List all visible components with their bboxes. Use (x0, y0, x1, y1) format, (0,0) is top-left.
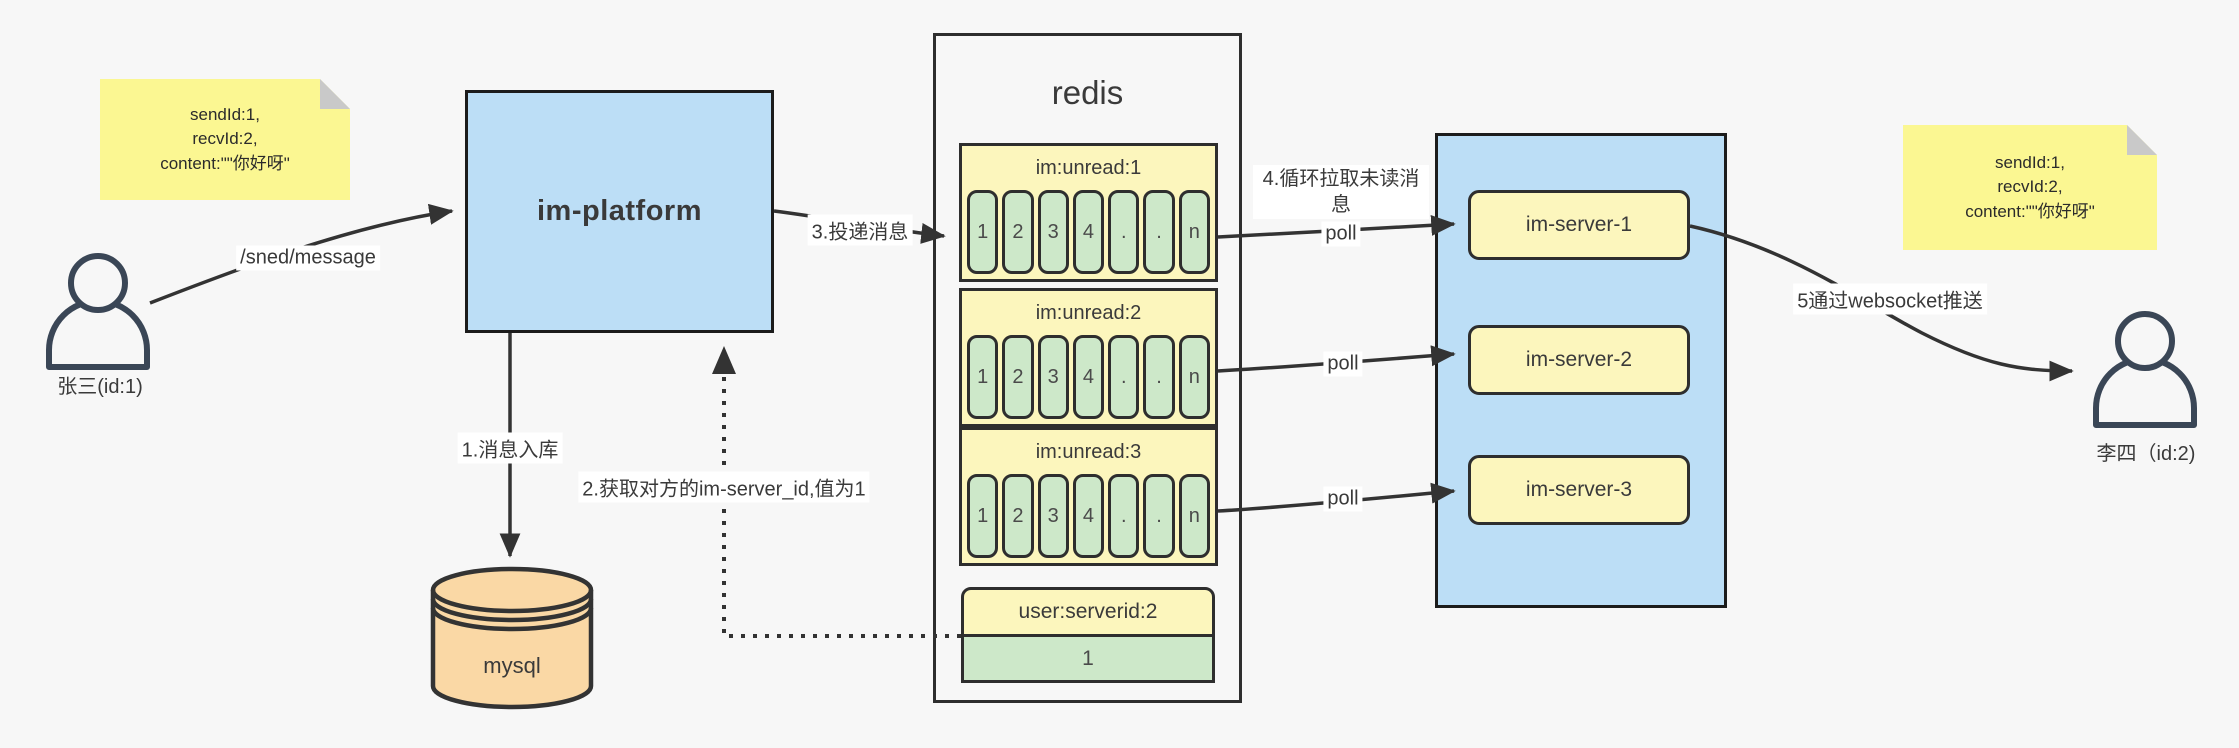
redis-kv-user-serverid: user:serverid:2 1 (961, 587, 1215, 683)
queue-cell: 2 (1002, 335, 1034, 419)
edge-label-step5: 5通过websocket推送 (1793, 283, 1987, 315)
note-line: sendId:1, (190, 104, 260, 124)
note-line: sendId:1, (1995, 152, 2065, 172)
receiver-label: 李四（id:2) (2096, 443, 2196, 465)
queue-cell: 2 (1002, 190, 1034, 274)
queue-cell: 1 (967, 474, 999, 558)
redis-queue-unread-1: im:unread:1 1 2 3 4 . . n (959, 143, 1218, 282)
queue-header: im:unread:2 (1035, 301, 1142, 324)
edge-label-step1: 1.消息入库 (457, 432, 563, 464)
queue-cell: n (1178, 474, 1210, 558)
edge-label-send-message: /sned/message (236, 245, 380, 271)
edge-label-poll-1: poll (1321, 221, 1361, 247)
queue-cell: 4 (1072, 474, 1105, 558)
mysql-label: mysql (483, 653, 540, 678)
sticky-note-left: sendId:1, recvId:2, content:""你好呀" (100, 79, 350, 200)
kv-header: user:serverid:2 (1018, 600, 1158, 623)
user-icon-sender (46, 253, 150, 370)
queue-cell: 3 (1037, 190, 1069, 274)
queue-cell: 1 (967, 335, 999, 419)
queue-cell: 2 (1002, 474, 1034, 558)
queue-cell: . (1108, 335, 1140, 419)
queue-cell: 4 (1072, 335, 1105, 419)
queue-cell: 3 (1037, 474, 1069, 558)
queue-cell: . (1108, 474, 1140, 558)
queue-cell: 3 (1037, 335, 1069, 419)
im-server-1-node: im-server-1 (1468, 190, 1690, 260)
queue-header: im:unread:1 (1035, 156, 1142, 179)
kv-value: 1 (964, 634, 1212, 680)
queue-cell: . (1143, 474, 1175, 558)
edge-label-step4: 4.循环拉取未读消息 (1253, 165, 1429, 219)
queue-cell: 1 (967, 190, 999, 274)
user-icon-receiver (2093, 311, 2197, 428)
edge-label-poll-3: poll (1323, 486, 1363, 512)
redis-queue-unread-2: im:unread:2 1 2 3 4 . . n (959, 288, 1218, 427)
queue-cell: . (1108, 190, 1140, 274)
queue-cell: n (1178, 190, 1210, 274)
note-line: recvId:2, (1997, 177, 2063, 197)
queue-cells: 1 2 3 4 . . n (962, 474, 1215, 558)
note-fold-right (2127, 125, 2157, 155)
note-line: content:""你好呀" (1965, 201, 2095, 221)
edge-label-poll-2: poll (1323, 351, 1363, 377)
note-line: content:""你好呀" (160, 153, 290, 173)
sticky-note-right: sendId:1, recvId:2, content:""你好呀" (1903, 125, 2157, 250)
queue-header: im:unread:3 (1035, 440, 1142, 463)
queue-cells: 1 2 3 4 . . n (962, 190, 1215, 274)
edge-label-step3: 3.投递消息 (807, 214, 913, 246)
im-platform-label: im-platform (537, 195, 702, 227)
queue-cell: . (1143, 190, 1175, 274)
im-server-2-node: im-server-2 (1468, 325, 1690, 395)
note-fold-left (320, 79, 350, 109)
mysql-database-icon: mysql (430, 566, 594, 710)
queue-cell: n (1178, 335, 1210, 419)
queue-cell: . (1143, 335, 1175, 419)
queue-cell: 4 (1072, 190, 1105, 274)
redis-queue-unread-3: im:unread:3 1 2 3 4 . . n (959, 427, 1218, 566)
note-line: recvId:2, (192, 129, 258, 149)
queue-cells: 1 2 3 4 . . n (962, 335, 1215, 419)
im-server-3-node: im-server-3 (1468, 455, 1690, 525)
im-platform-node: im-platform (465, 90, 774, 333)
edge-label-step2: 2.获取对方的im-server_id,值为1 (578, 471, 870, 503)
sender-label: 张三(id:1) (57, 376, 143, 398)
redis-title: redis (1051, 74, 1124, 111)
